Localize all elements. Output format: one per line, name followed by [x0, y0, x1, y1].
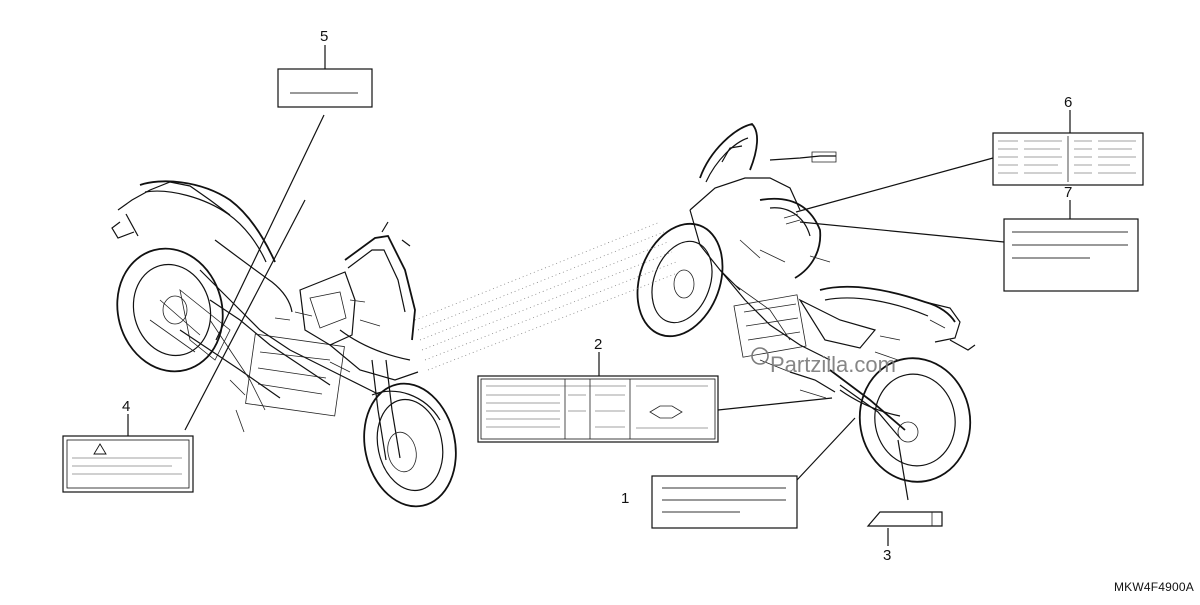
label-6-decal[interactable] — [992, 132, 1144, 186]
leader-lines — [127, 45, 1071, 546]
callout-5[interactable]: 5 — [320, 28, 328, 45]
label-2-decal[interactable] — [477, 375, 719, 443]
callout-numbers: 1 2 3 4 5 6 7 — [122, 28, 1072, 564]
watermark-text: Partzilla.com — [770, 352, 896, 377]
callout-3[interactable]: 3 — [883, 547, 891, 564]
callout-2[interactable]: 2 — [594, 336, 602, 353]
callout-1[interactable]: 1 — [621, 490, 629, 507]
label-3-decal[interactable] — [866, 511, 943, 527]
callout-4[interactable]: 4 — [122, 398, 130, 415]
callout-6[interactable]: 6 — [1064, 94, 1072, 111]
label-4-decal[interactable] — [62, 435, 194, 493]
watermark: Partzilla.com — [751, 347, 896, 377]
left-motorcycle-illustration — [111, 180, 457, 508]
label-7-decal[interactable] — [1003, 218, 1139, 292]
diagram-code: MKW4F4900A — [1113, 580, 1194, 594]
label-1-decal[interactable] — [651, 475, 798, 529]
caution-triangle-icon — [93, 443, 107, 455]
right-motorcycle-illustration — [636, 123, 976, 483]
label-5-decal[interactable] — [277, 68, 373, 108]
dotted-link-area — [414, 221, 681, 371]
callout-7[interactable]: 7 — [1064, 184, 1072, 201]
watermark-p-icon — [751, 347, 769, 365]
